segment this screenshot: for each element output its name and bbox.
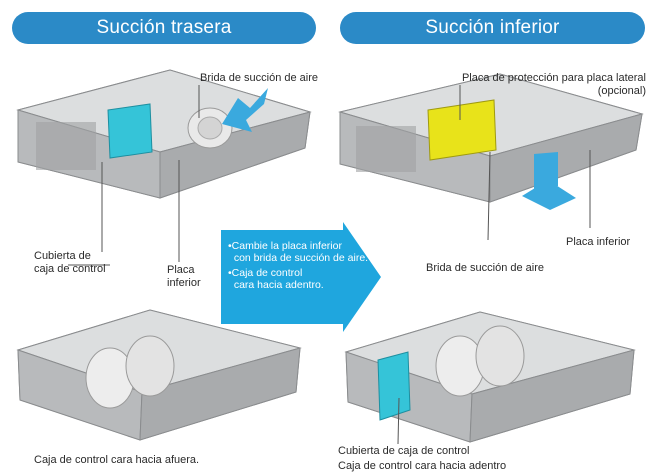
caption-caja-afuera: Caja de control cara hacia afuera. xyxy=(34,454,200,466)
label-placa-inferior-right: Placa inferior xyxy=(566,236,631,248)
label-brida-succion-right: Brida de succión de aire xyxy=(426,262,545,274)
caption-caja-adentro: Caja de control cara hacia adentro xyxy=(338,460,507,472)
arrow-bullet-2: •Caja de control cara hacia adentro. xyxy=(228,267,324,291)
transition-arrow-text: •Cambie la placa inferior con brida de s… xyxy=(228,240,368,294)
label-placa-proteccion: Placa de protección para placa lateral (… xyxy=(461,72,646,97)
header-succion-trasera: Succión trasera xyxy=(12,12,316,44)
air-direction-arrow-icon xyxy=(222,88,268,132)
label-placa-inferior-left: Placa inferior xyxy=(167,264,201,289)
air-intake-arrow-icon xyxy=(522,152,576,210)
label-brida-succion-top: Brida de succión de aire xyxy=(200,72,319,84)
label-cubierta-caja-left: Cubierta de caja de control xyxy=(34,250,106,275)
arrow-bullet-1: •Cambie la placa inferior con brida de s… xyxy=(228,240,369,264)
unit-top-right-body xyxy=(338,73,644,203)
header-succion-inferior: Succión inferior xyxy=(340,12,645,44)
transition-arrow-icon xyxy=(221,222,381,332)
label-cubierta-caja-bottom: Cubierta de caja de control xyxy=(338,445,470,457)
